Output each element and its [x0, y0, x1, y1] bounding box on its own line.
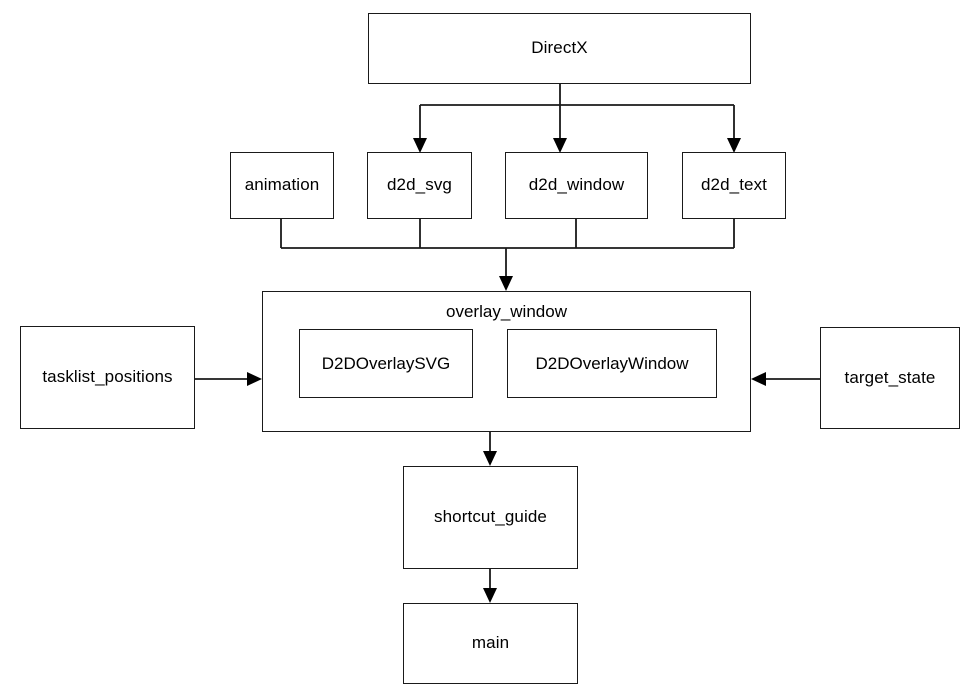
node-d2d-svg[interactable]: d2d_svg — [367, 152, 472, 219]
node-main-label: main — [471, 633, 510, 653]
node-target-state-label: target_state — [844, 367, 936, 387]
arrowhead-down-main — [483, 588, 497, 603]
node-shortcut-guide[interactable]: shortcut_guide — [403, 466, 578, 569]
arrowhead-right-overlay_window — [247, 372, 262, 386]
arrowhead-left-overlay_window — [751, 372, 766, 386]
node-animation-label: animation — [244, 175, 320, 195]
node-main[interactable]: main — [403, 603, 578, 684]
node-d2d-text[interactable]: d2d_text — [682, 152, 786, 219]
node-shortcut-guide-label: shortcut_guide — [434, 507, 547, 527]
node-d2d-window-label: d2d_window — [528, 175, 625, 195]
node-d2d-text-label: d2d_text — [700, 175, 768, 195]
node-d2doverlaywindow-label: D2DOverlayWindow — [535, 353, 689, 373]
node-d2d-svg-label: d2d_svg — [387, 175, 452, 195]
node-tasklist-positions[interactable]: tasklist_positions — [20, 326, 195, 429]
node-d2d-window[interactable]: d2d_window — [505, 152, 648, 219]
node-directx[interactable]: DirectX — [368, 13, 751, 84]
arrowhead-down-d2d_text — [727, 138, 741, 153]
node-d2doverlaysvg-label: D2DOverlaySVG — [321, 353, 451, 373]
arrowhead-down-d2d_svg — [413, 138, 427, 153]
node-overlay-window-label: overlay_window — [446, 302, 567, 321]
arrowhead-down-shortcut_guide — [483, 451, 497, 466]
arrowhead-down-d2d_window — [553, 138, 567, 153]
node-animation[interactable]: animation — [230, 152, 334, 219]
arrowhead-down-overlay_window — [499, 276, 513, 291]
node-target-state[interactable]: target_state — [820, 327, 960, 429]
node-directx-label: DirectX — [531, 38, 588, 58]
node-d2doverlaywindow[interactable]: D2DOverlayWindow — [507, 329, 717, 398]
node-d2doverlaysvg[interactable]: D2DOverlaySVG — [299, 329, 473, 398]
node-tasklist-positions-label: tasklist_positions — [42, 367, 173, 387]
